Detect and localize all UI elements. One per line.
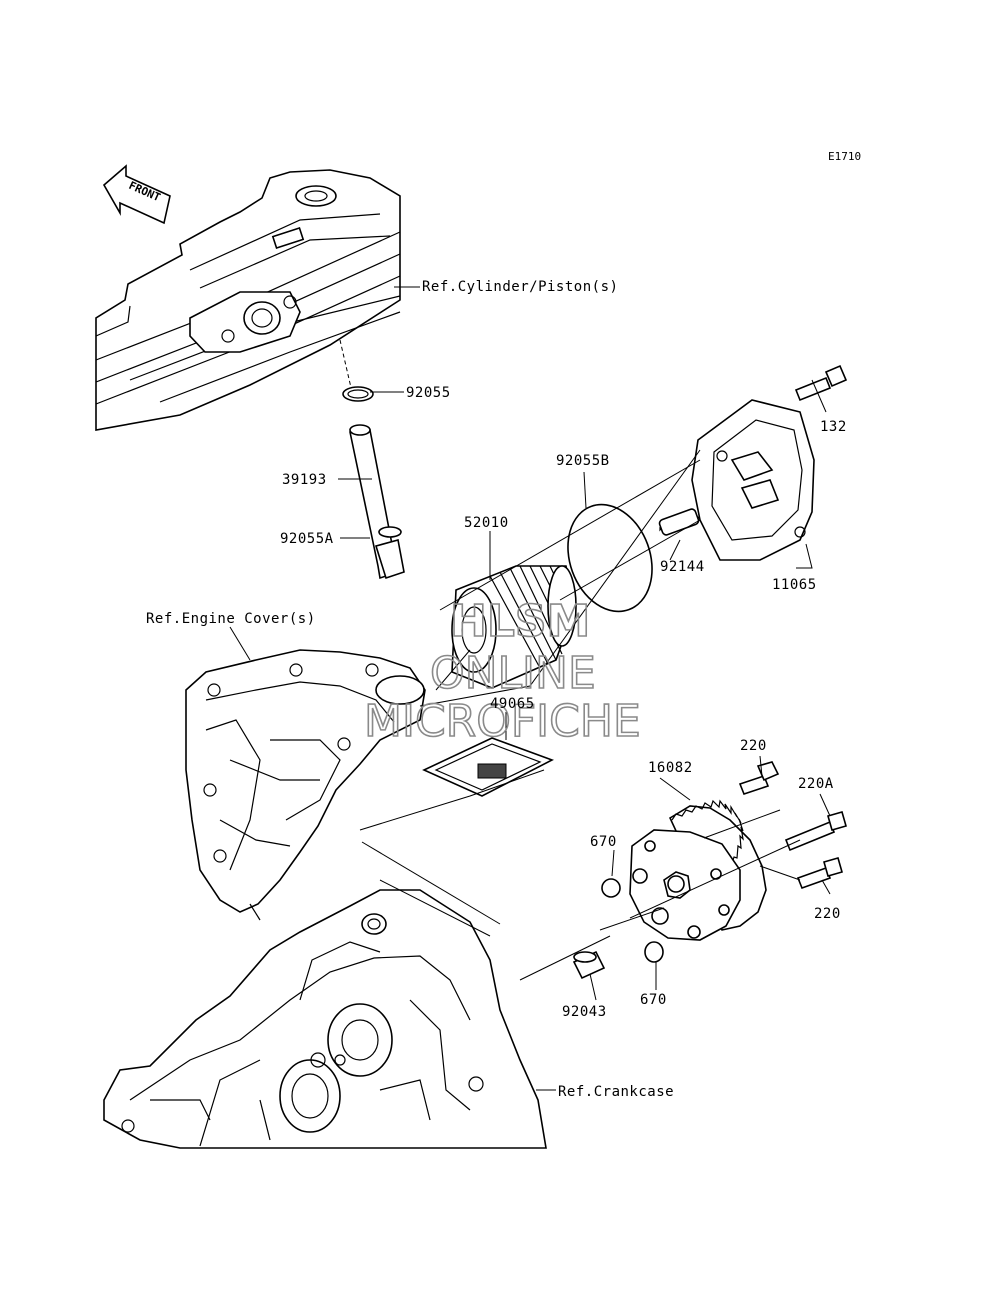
leader-lines: [229, 286, 831, 1091]
engine-cover-drawing: [185, 649, 426, 921]
o-ring-670-bottom: [644, 941, 664, 963]
part-92055-label: 92055: [406, 385, 451, 401]
oil-pump-drawing: [629, 799, 767, 941]
cylinder-drawing: [95, 169, 401, 431]
part-220-bottom-label: 220: [814, 906, 841, 922]
bolt-220a-drawing: [784, 811, 847, 852]
oil-pipe-drawing: [339, 339, 405, 580]
bolt-220-bottom-drawing: [796, 857, 843, 890]
filter-cover-drawing: [691, 399, 815, 561]
front-arrow-icon: FRONT: [102, 164, 171, 225]
watermark-line1: HLSM: [450, 596, 590, 647]
part-220-top-label: 220: [740, 738, 767, 754]
part-39193-label: 39193: [282, 472, 327, 488]
oil-screen-drawing: [422, 737, 554, 797]
part-92144-label: 92144: [660, 559, 705, 575]
ref-crankcase-label: Ref.Crankcase: [558, 1084, 674, 1100]
part-670-top-label: 670: [590, 834, 617, 850]
ref-cylinder-label: Ref.Cylinder/Piston(s): [422, 279, 618, 295]
bolt-132-drawing: [794, 364, 848, 402]
ref-engine-cover-label: Ref.Engine Cover(s): [146, 611, 316, 627]
oil-filter-drawing: [451, 565, 577, 689]
bolt-220-top-drawing: [738, 761, 780, 795]
dowel-pin-drawing: [572, 950, 606, 980]
part-49065-label: 49065: [490, 696, 535, 712]
part-11065-label: 11065: [772, 577, 817, 593]
watermark-line3: MICROFICHE: [364, 696, 641, 747]
part-132-label: 132: [820, 419, 847, 435]
watermark-line2: ONLINE: [430, 648, 596, 699]
diagram-code: E1710: [828, 150, 861, 163]
part-16082-label: 16082: [648, 760, 693, 776]
part-92043-label: 92043: [562, 1004, 607, 1020]
watermark: HLSM ONLINE MICROFICHE: [363, 595, 641, 748]
part-220a-label: 220A: [798, 776, 834, 792]
part-670-bottom-label: 670: [640, 992, 667, 1008]
o-ring-670-top: [601, 878, 621, 898]
part-52010-label: 52010: [464, 515, 509, 531]
crankcase-drawing: [103, 889, 547, 1149]
part-92055a-label: 92055A: [280, 531, 334, 547]
part-92055b-label: 92055B: [556, 453, 610, 469]
o-ring-92055b: [567, 503, 653, 613]
